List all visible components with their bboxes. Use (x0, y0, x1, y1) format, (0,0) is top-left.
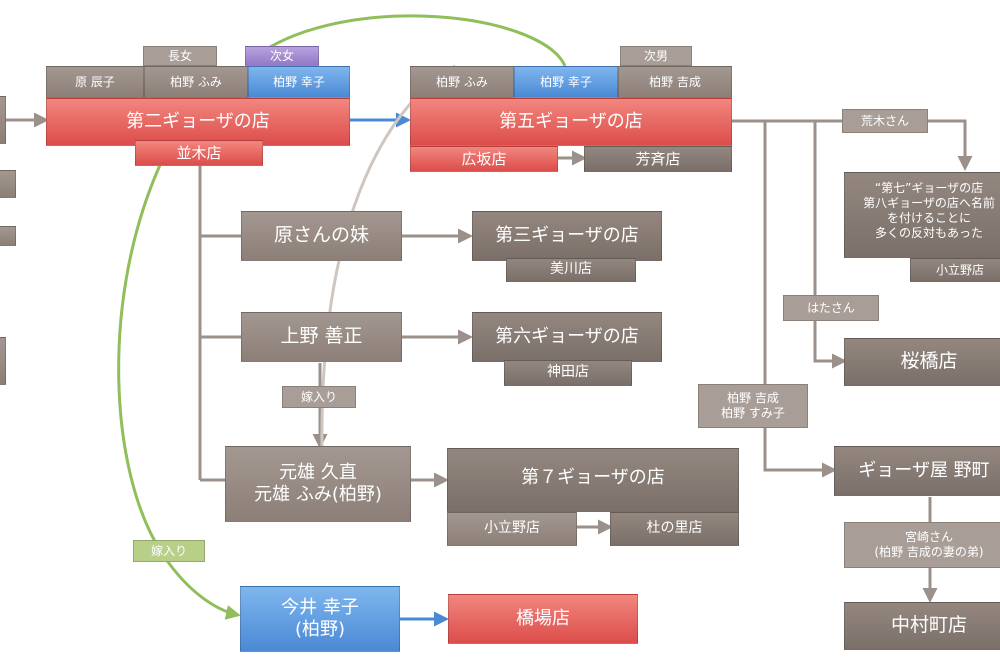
store-koritsuno-2: 小立野店 (447, 512, 577, 546)
store-sakurabashi: 桜橋店 (844, 338, 1000, 386)
person-kashino-sachiko: 柏野 幸子 (248, 66, 350, 98)
store-dai2: 第二ギョーザの店 (46, 98, 350, 146)
edge-green-arc-sachiko (245, 14, 567, 67)
store-hirosaka: 広坂店 (410, 146, 558, 172)
person-imai-sachiko: 今井 幸子 (柏野) (240, 586, 400, 652)
label-kashino-pair: 柏野 吉成 柏野 すみ子 (698, 384, 808, 428)
left-clipped-box-4 (0, 337, 6, 385)
edge-dai5-right-bus (732, 119, 973, 171)
person-hara-imouto: 原さんの妹 (241, 211, 402, 261)
label-yomeiri: 嫁入り (282, 386, 356, 408)
store-mikawa: 美川店 (506, 258, 636, 282)
label-jijo: 次女 (245, 46, 319, 66)
person-kashino-yoshinari: 柏野 吉成 (618, 66, 732, 98)
store-morinosato: 杜の里店 (610, 512, 739, 546)
person-kashino-fumi-2: 柏野 ふみ (410, 66, 514, 98)
edge-green-imai (117, 164, 241, 620)
label-jinan: 次男 (620, 46, 692, 66)
label-miyazaki: 宮崎さん (柏野 吉成の妻の弟) (844, 522, 1000, 568)
person-ueno-yoshimasa: 上野 善正 (241, 312, 402, 362)
store-kanda: 神田店 (504, 360, 632, 386)
edge-to-sakurabashi (813, 121, 847, 369)
person-hara-tatsuko: 原 辰子 (46, 66, 144, 98)
store-yoshisai: 芳斉店 (584, 146, 732, 172)
label-yomeiri-2: 嫁入り (133, 540, 205, 562)
store-koritsuno: 小立野店 (910, 258, 1000, 282)
store-nakamuramachi: 中村町店 (844, 602, 1000, 650)
left-clipped-box-1 (0, 96, 6, 144)
store-dai6: 第六ギョーザの店 (472, 312, 662, 362)
label-hata: はたさん (783, 295, 879, 321)
edge-to-nomachi (763, 121, 837, 478)
label-chojo: 長女 (143, 46, 217, 66)
person-kashino-sachiko-2: 柏野 幸子 (514, 66, 618, 98)
store-dai7: 第７ギョーザの店 (447, 448, 739, 512)
store-hashiba: 橋場店 (448, 594, 638, 644)
label-araki: 荒木さん (842, 109, 928, 133)
store-gyozaya-nomachi: ギョーザ屋 野町 (834, 446, 1000, 496)
store-dai5: 第五ギョーザの店 (410, 98, 732, 146)
person-kashino-fumi: 柏野 ふみ (144, 66, 248, 98)
left-clipped-box-2 (0, 170, 16, 198)
person-motoo: 元雄 久直 元雄 ふみ(柏野) (225, 446, 411, 522)
left-clipped-box-3 (0, 226, 16, 246)
store-namiki: 並木店 (135, 140, 263, 166)
note-dai7-name: “第七”ギョーザの店 第八ギョーザの店へ名前 を付けることに 多くの反対もあった (844, 172, 1000, 258)
store-dai3: 第三ギョーザの店 (472, 211, 662, 261)
